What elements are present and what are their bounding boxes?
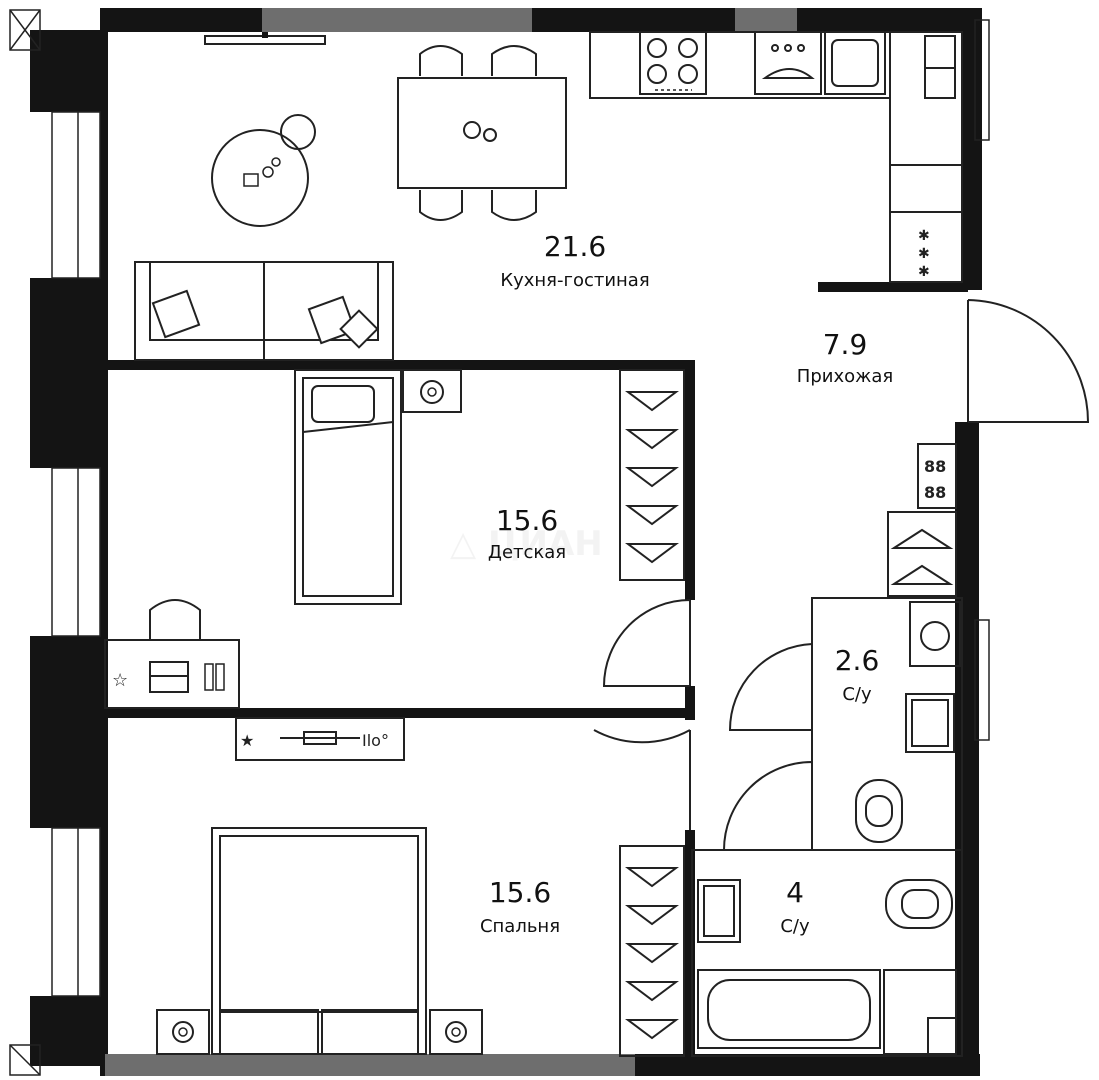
- svg-text:Ilo°: Ilo°: [362, 731, 389, 750]
- svg-text:✱: ✱: [918, 246, 930, 262]
- room-label-kitchen-living: 21.6 Кухня-гостиная: [500, 230, 649, 291]
- room-name: С/у: [842, 684, 872, 705]
- room-area: 15.6: [496, 504, 558, 537]
- outer-walls: [9, 8, 990, 1076]
- kitchen-furniture: ✱ ✱ ✱: [134, 31, 963, 361]
- room-name: Спальня: [480, 916, 560, 937]
- room-area: 4: [786, 876, 804, 909]
- svg-text:☆: ☆: [112, 670, 128, 691]
- room-label-bedroom: 15.6 Спальня: [480, 876, 560, 937]
- hallway-furniture: 88 88: [887, 443, 957, 597]
- bathroom-fixtures: [697, 601, 961, 1055]
- room-name: Детская: [488, 542, 566, 563]
- room-name: Кухня-гостиная: [500, 270, 649, 291]
- room-label-kids-room: 15.6 Детская: [488, 504, 566, 563]
- svg-text:★: ★: [240, 731, 254, 750]
- kids-room-furniture: ☆: [104, 369, 685, 709]
- room-name: С/у: [780, 916, 810, 937]
- svg-text:88: 88: [924, 457, 946, 476]
- room-label-hallway: 7.9 Прихожая: [797, 328, 893, 387]
- bedroom-furniture: ★ Ilo°: [156, 717, 685, 1057]
- svg-text:△ ЦИАН: △ ЦИАН: [450, 524, 603, 564]
- room-name: Прихожая: [797, 366, 893, 387]
- svg-text:✱: ✱: [918, 264, 930, 280]
- svg-text:✱: ✱: [918, 228, 930, 244]
- room-label-bathroom-small: 2.6 С/у: [835, 644, 880, 705]
- room-label-bathroom-large: 4 С/у: [780, 876, 810, 937]
- doors: [593, 299, 1090, 851]
- room-area: 2.6: [835, 644, 880, 677]
- room-area: 15.6: [489, 876, 551, 909]
- room-area: 21.6: [544, 230, 606, 263]
- svg-text:88: 88: [924, 483, 946, 502]
- room-area: 7.9: [823, 328, 868, 361]
